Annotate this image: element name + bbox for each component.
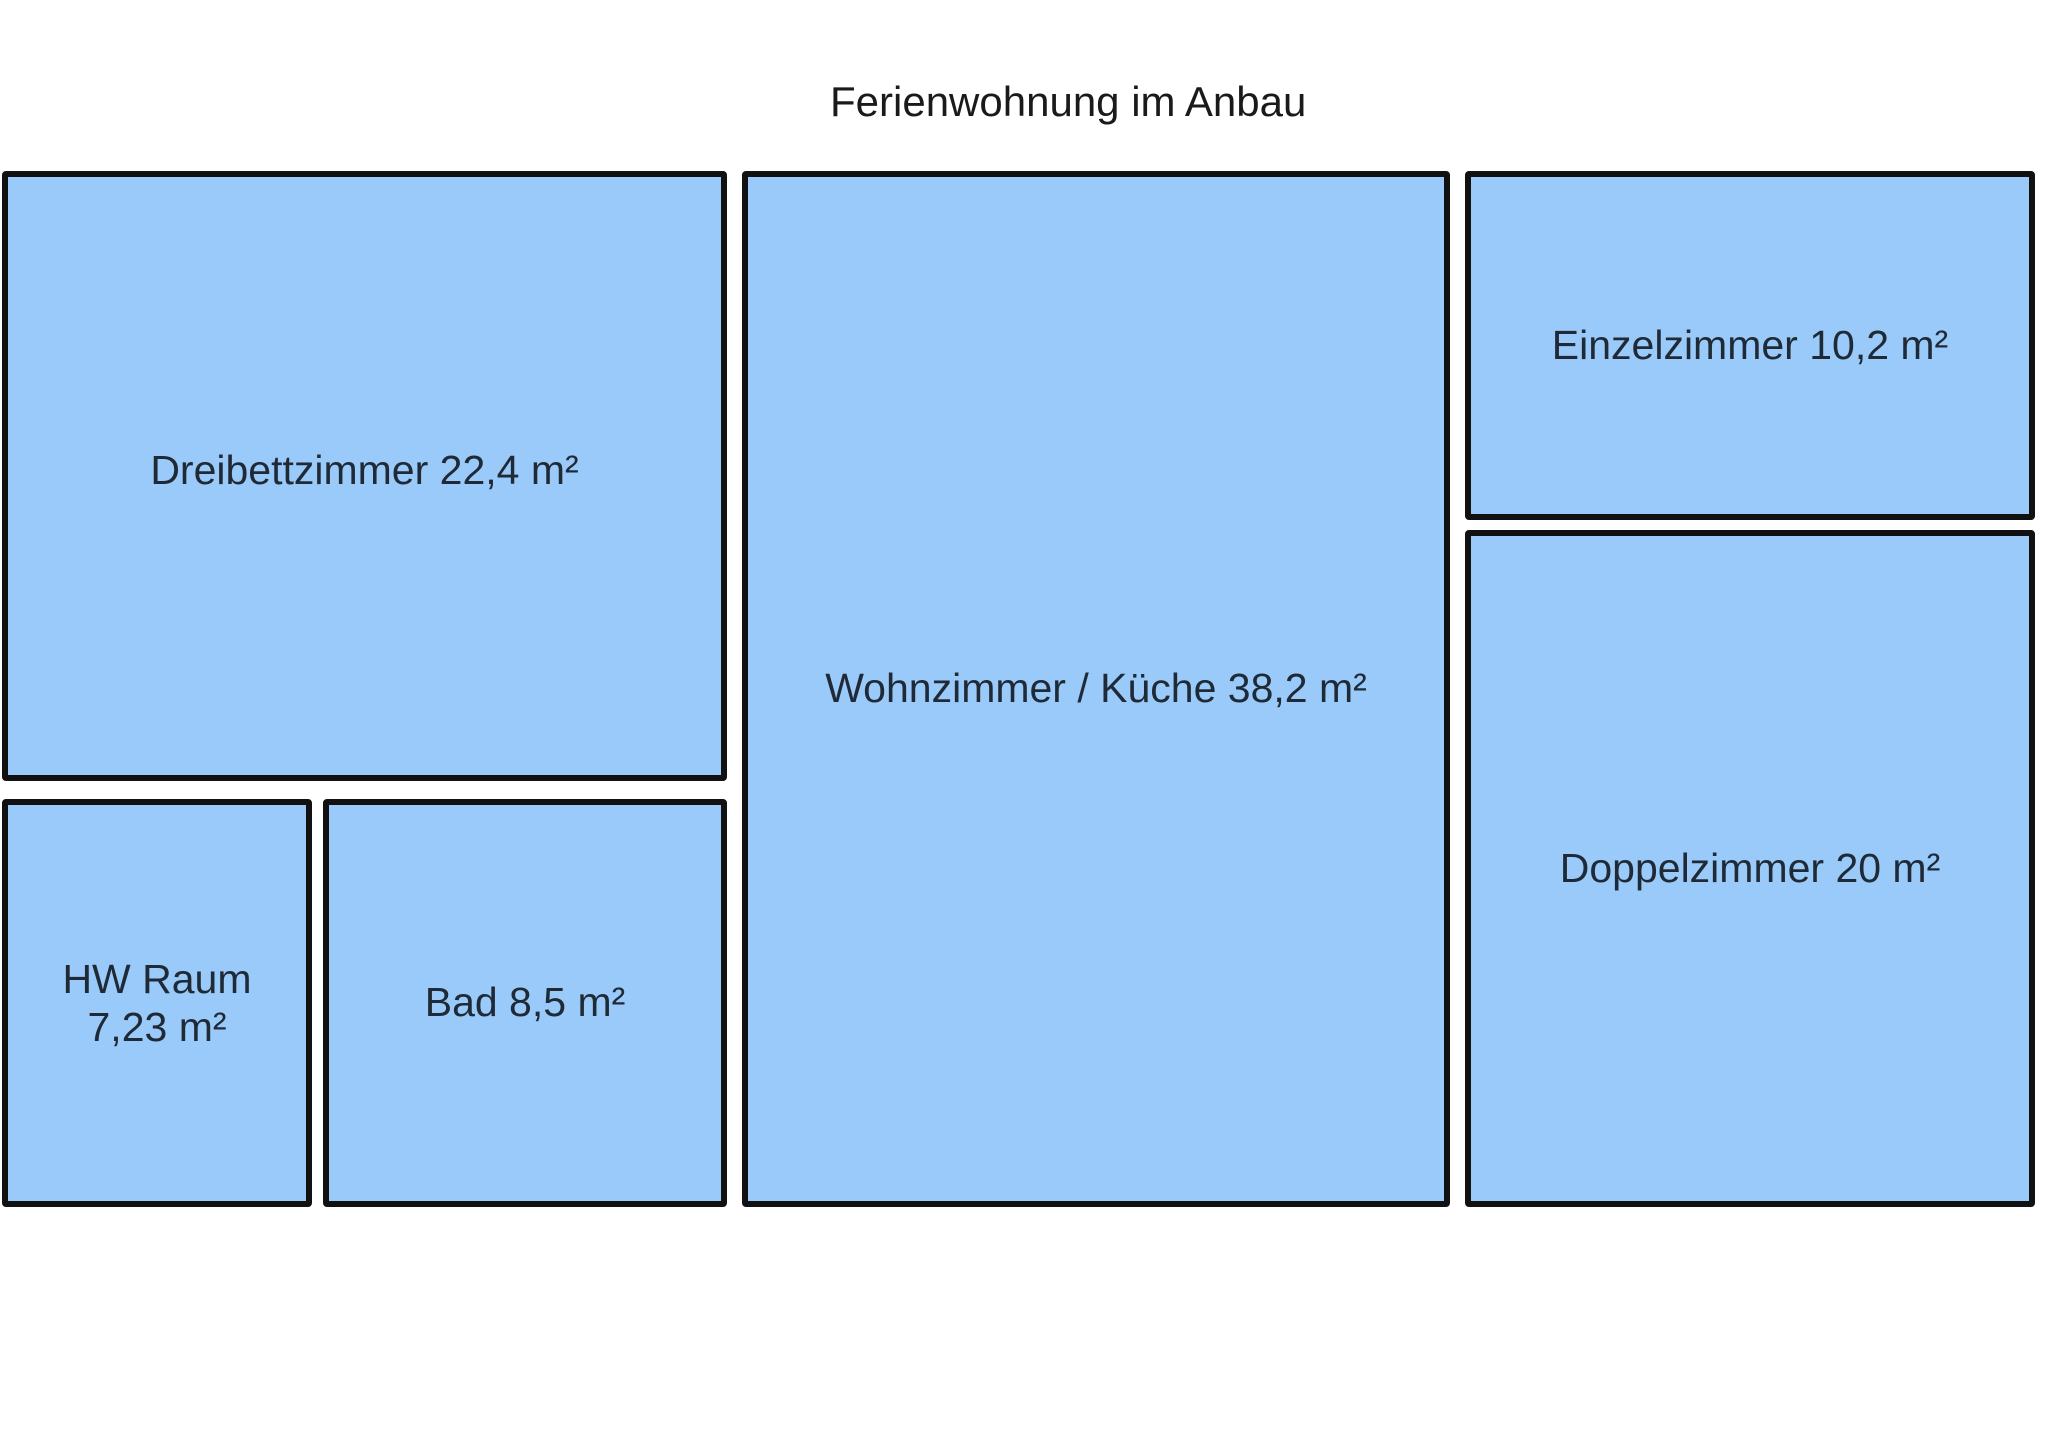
room-hw-raum-label: HW Raum 7,23 m² <box>62 955 252 1050</box>
room-einzelzimmer-label: Einzelzimmer 10,2 m² <box>1551 321 1949 368</box>
room-bad-label: Bad 8,5 m² <box>424 979 626 1026</box>
room-doppelzimmer[interactable]: Doppelzimmer 20 m² <box>1465 530 2035 1207</box>
room-einzelzimmer[interactable]: Einzelzimmer 10,2 m² <box>1465 171 2035 520</box>
room-wohnzimmer-kueche[interactable]: Wohnzimmer / Küche 38,2 m² <box>742 171 1450 1207</box>
room-dreibettzimmer[interactable]: Dreibettzimmer 22,4 m² <box>2 171 727 781</box>
room-dreibettzimmer-label: Dreibettzimmer 22,4 m² <box>150 447 579 494</box>
room-doppelzimmer-label: Doppelzimmer 20 m² <box>1559 844 1941 891</box>
room-wohnzimmer-kueche-label: Wohnzimmer / Küche 38,2 m² <box>825 665 1367 712</box>
room-bad[interactable]: Bad 8,5 m² <box>323 799 727 1207</box>
room-hw-raum[interactable]: HW Raum 7,23 m² <box>2 799 312 1207</box>
floorplan-title: Ferienwohnung im Anbau <box>830 78 1307 125</box>
